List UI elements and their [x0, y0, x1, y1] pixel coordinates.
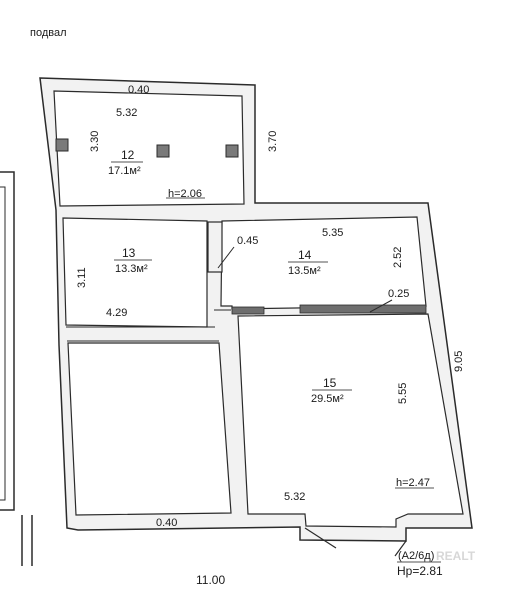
stamp-hp: Hp=2.81 [397, 564, 443, 578]
leader-lines [217, 246, 393, 313]
dim-room14-width: 5.35 [322, 227, 343, 239]
dim-overall-width: 11.00 [196, 573, 225, 587]
column [55, 138, 69, 152]
dim-right-total: 9.05 [453, 351, 465, 372]
dim-room12-width: 5.32 [116, 107, 137, 119]
dim-bottom-width: 5.32 [284, 491, 305, 503]
room-13-area: 13.3м² [115, 263, 148, 275]
room-14-area: 13.5м² [288, 265, 321, 277]
dim-bottom-wall: 0.40 [156, 517, 177, 529]
column [156, 144, 170, 158]
dim-room13-width: 4.29 [106, 307, 127, 319]
beams [231, 304, 427, 315]
room-12-height: h=2.06 [168, 188, 202, 200]
plan-title: подвал [30, 27, 67, 39]
watermark: REALT [436, 549, 476, 563]
dim-top-wall: 0.40 [128, 84, 149, 96]
room-15-height: h=2.47 [396, 477, 430, 489]
room-12-area: 17.1м² [108, 165, 141, 177]
room-dividers [111, 161, 441, 563]
room-12-number: 12 [121, 148, 135, 162]
stamp-code: (A2/6д) [398, 550, 434, 562]
room-15-area: 29.5м² [311, 393, 344, 405]
partition-stub [207, 221, 223, 273]
columns [55, 138, 239, 158]
adjacent-building-wall [0, 171, 33, 566]
beam [231, 306, 265, 315]
room-15-number: 15 [323, 376, 337, 390]
beam [299, 304, 427, 314]
dim-room14-height: 2.52 [392, 247, 404, 268]
room-13-number: 13 [122, 246, 136, 260]
room-14-number: 14 [298, 248, 312, 262]
dim-room13-height: 3.11 [76, 267, 88, 288]
dim-partition: 0.45 [237, 235, 258, 247]
dim-room15-height: 5.55 [397, 383, 409, 404]
dim-wall-025: 0.25 [388, 288, 409, 300]
dim-room12-height-left: 3.30 [89, 131, 101, 152]
dim-room12-height-right: 3.70 [267, 131, 279, 152]
entrance-lines [304, 527, 407, 557]
column [225, 144, 239, 158]
